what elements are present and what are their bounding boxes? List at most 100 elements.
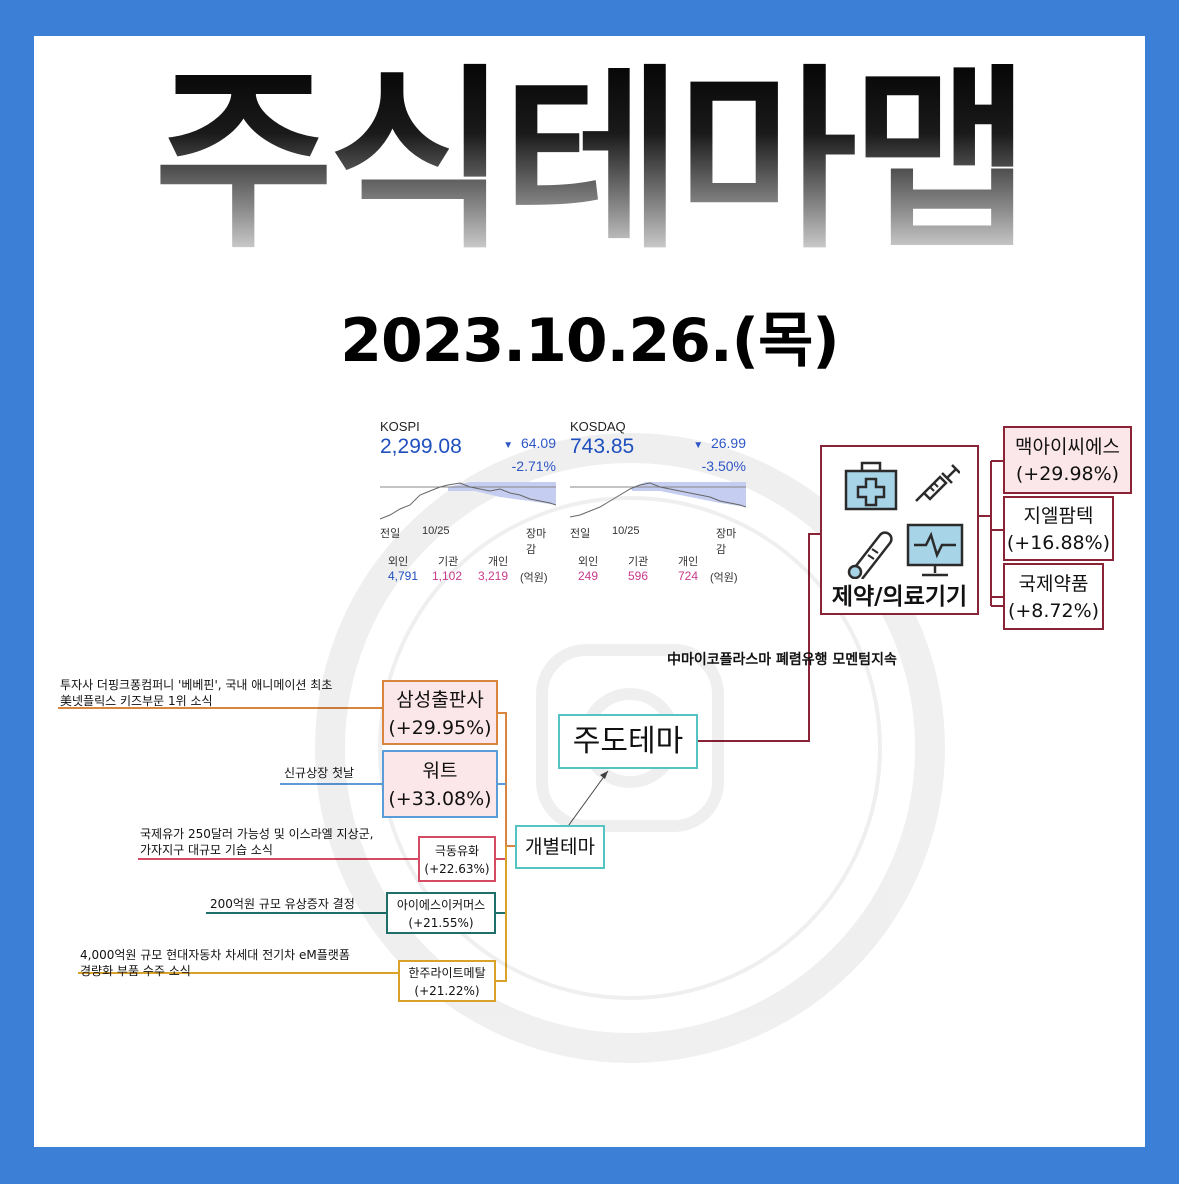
intraday-chart xyxy=(570,482,746,518)
flow-unit: (억원) xyxy=(710,572,738,584)
flow-value-individual: 724 xyxy=(678,569,699,583)
market-value: 743.85 xyxy=(570,435,635,458)
flow-label-foreign: 외인 xyxy=(578,556,599,568)
market-change: ▼ 64.09 -2.71% xyxy=(490,433,556,476)
page-title: 주식테마맵 xyxy=(34,42,1145,282)
down-arrow-icon: ▼ xyxy=(693,440,704,451)
stock-5-branch xyxy=(496,846,507,982)
individual-stock-5: 한주라이트메탈 (+21.22%) xyxy=(398,960,496,1002)
thermometer-icon xyxy=(847,531,893,579)
note-line: 가자지구 대규모 기습 소식 xyxy=(140,843,273,857)
stock-1-note: 투자사 더핑크퐁컴퍼니 '베베핀', 국내 애니메이션 최초 美넷플릭스 키즈부… xyxy=(60,677,332,709)
note-line: 美넷플릭스 키즈부문 1위 소식 xyxy=(60,694,213,708)
stock-4-note: 200억원 규모 유상증자 결정 xyxy=(210,896,355,912)
flow-label-institution: 기관 xyxy=(628,556,649,568)
watermark-ring-inner xyxy=(378,496,882,1000)
intraday-line xyxy=(570,482,746,518)
lead-theme-links xyxy=(698,460,1003,742)
down-arrow-icon: ▼ xyxy=(503,440,514,451)
note-line: 경량화 부품 수주 소식 xyxy=(80,964,191,978)
canvas: 주식테마맵 2023.10.26.(목) xyxy=(34,36,1145,1147)
individual-stock-1: 삼성출판사 (+29.95%) xyxy=(382,680,498,745)
date-heading: 2023.10.26.(목) xyxy=(340,306,839,376)
intraday-area xyxy=(632,482,746,507)
hub-arrow xyxy=(565,770,609,830)
change-percent: -3.50% xyxy=(701,458,746,474)
note-line: 투자사 더핑크퐁컴퍼니 '베베핀', 국내 애니메이션 최초 xyxy=(60,678,333,692)
flow-value-institution: 596 xyxy=(628,569,649,583)
lead-stock-3: 국제약품 (+8.72%) xyxy=(1003,563,1104,630)
individual-theme-node: 개별테마 xyxy=(515,825,605,869)
syringe-icon xyxy=(915,464,960,502)
sector-box: 제약/의료기기 xyxy=(820,445,979,615)
axis-end: 장마감 xyxy=(526,528,547,556)
note-line: 4,000억원 규모 현대자동차 차세대 전기차 eM플랫폼 xyxy=(80,948,350,962)
market-value: 2,299.08 xyxy=(380,435,462,458)
note-line: 신규상장 첫날 xyxy=(284,766,355,780)
lead-to-sector-link xyxy=(698,533,820,742)
stock-name: 삼성출판사 xyxy=(396,689,484,711)
individual-links xyxy=(58,707,515,982)
lead-theme-node: 주도테마 xyxy=(558,714,698,769)
stock-name: 아이에스이커머스 xyxy=(396,898,486,912)
note-line: 국제유가 250달러 가능성 및 이스라엘 지상군, xyxy=(140,827,374,841)
stock-1-branch xyxy=(498,712,515,847)
stock-change: (+22.63%) xyxy=(424,862,490,876)
stock-change: (+33.08%) xyxy=(388,788,492,810)
flow-label-individual: 개인 xyxy=(678,556,699,568)
axis-end: 장마감 xyxy=(716,528,737,556)
sector-label: 제약/의료기기 xyxy=(831,584,968,610)
flow-label-individual: 개인 xyxy=(488,556,509,568)
market-name: KOSPI xyxy=(380,419,420,434)
flow-value-individual: 3,219 xyxy=(478,569,509,583)
stock-name: 워트 xyxy=(422,760,458,782)
market-name: KOSDAQ xyxy=(570,419,626,434)
sector-to-stocks-link xyxy=(979,515,992,606)
intraday-area xyxy=(448,482,556,505)
market-change: ▼ 26.99 -3.50% xyxy=(678,433,746,476)
market-kospi: KOSPI 2,299.08 ▼ 64.09 -2.71% 전일 10/25 장… xyxy=(380,419,556,589)
flow-unit: (억원) xyxy=(520,572,548,584)
watermark-logo xyxy=(536,644,724,832)
stock-name: 맥아이씨에스 xyxy=(1015,436,1120,458)
axis-start: 전일 xyxy=(380,528,401,540)
intraday-line xyxy=(380,482,556,520)
stock-5-note: 4,000억원 규모 현대자동차 차세대 전기차 eM플랫폼 경량화 부품 수주… xyxy=(80,947,350,979)
heart-monitor-icon xyxy=(906,523,964,577)
flow-value-institution: 1,102 xyxy=(432,569,463,583)
stock-change: (+29.95%) xyxy=(388,717,492,739)
medical-kit-icon xyxy=(844,461,898,511)
flow-label-institution: 기관 xyxy=(438,556,459,568)
stock-change: (+16.88%) xyxy=(1006,532,1111,554)
individual-stock-4: 아이에스이커머스 (+21.55%) xyxy=(386,892,496,934)
change-points: 64.09 xyxy=(520,435,556,451)
individual-stock-3: 극동유화 (+22.63%) xyxy=(418,836,496,882)
hub-arrow-head xyxy=(600,771,608,779)
lead-stock-1: 맥아이씨에스 (+29.98%) xyxy=(1003,426,1132,494)
note-line: 200억원 규모 유상증자 결정 xyxy=(210,897,355,911)
lead-theme-reason: 中마이코플라스마 폐렴유행 모멘텀지속 xyxy=(667,652,897,668)
axis-start: 전일 xyxy=(570,528,591,540)
stock-3-note: 국제유가 250달러 가능성 및 이스라엘 지상군, 가자지구 대규모 기습 소… xyxy=(140,826,373,858)
intraday-chart xyxy=(380,482,556,520)
flow-label-foreign: 외인 xyxy=(388,556,409,568)
stock-change: (+21.22%) xyxy=(414,984,480,998)
stock-change: (+29.98%) xyxy=(1015,463,1120,485)
change-points: 26.99 xyxy=(710,435,746,451)
stock-2-note: 신규상장 첫날 xyxy=(284,765,354,781)
flow-value-foreign: 4,791 xyxy=(388,569,419,583)
lead-stock-2: 지엘팜텍 (+16.88%) xyxy=(1003,496,1114,561)
axis-mid: 10/25 xyxy=(612,525,640,537)
stock-name: 지엘팜텍 xyxy=(1023,505,1094,527)
flow-value-foreign: 249 xyxy=(578,569,599,583)
stock-change: (+8.72%) xyxy=(1007,600,1100,622)
market-kosdaq: KOSDAQ 743.85 ▼ 26.99 -3.50% 전일 10/25 장마… xyxy=(570,419,746,589)
axis-mid: 10/25 xyxy=(422,525,450,537)
stock-name: 국제약품 xyxy=(1018,573,1089,595)
stock-change: (+21.55%) xyxy=(408,916,474,930)
individual-stock-2: 워트 (+33.08%) xyxy=(382,750,498,818)
change-percent: -2.71% xyxy=(511,458,556,474)
stock-name: 극동유화 xyxy=(434,844,480,858)
stock-name: 한주라이트메탈 xyxy=(408,966,486,980)
watermark-ring xyxy=(315,433,945,1063)
